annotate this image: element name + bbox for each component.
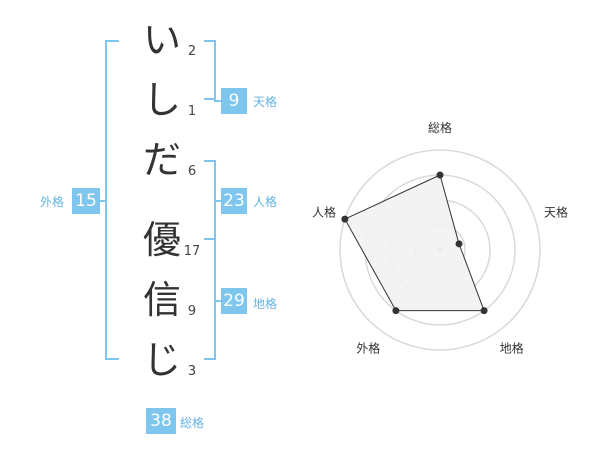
name-char-2: し [142, 78, 181, 122]
stroke-count-5: 9 [187, 304, 197, 319]
radar-axis-label-1: 総格 [428, 120, 452, 135]
radar-point-3 [480, 307, 488, 315]
radar-point-2 [455, 240, 463, 248]
name-char-5: 信 [142, 278, 181, 322]
radar-axis-label-4: 外格 [356, 341, 380, 356]
gaikaku-label: 外格 [40, 195, 65, 209]
radar-axis-label-5: 人格 [312, 204, 336, 219]
jinkaku-label: 人格 [253, 195, 278, 209]
name-char-3: だ [142, 138, 181, 182]
stroke-count-6: 3 [187, 364, 197, 379]
chikaku-label: 地格 [253, 297, 278, 311]
stroke-count-1: 2 [187, 44, 197, 59]
tenkaku-value: 9 [221, 88, 247, 114]
radar-ring [339, 149, 541, 351]
tenkaku-label: 天格 [253, 95, 278, 109]
stroke-count-2: 1 [187, 104, 197, 119]
radar-polygon [344, 174, 485, 312]
soukaku-value: 38 [146, 408, 176, 434]
name-char-6: じ [142, 338, 181, 382]
stroke-count-3: 6 [187, 164, 197, 179]
radar-point-5 [341, 215, 349, 223]
jinkaku-value: 23 [221, 188, 247, 214]
gaikaku-value: 15 [72, 188, 100, 214]
radar-axis-label-3: 地格 [500, 341, 524, 356]
name-char-1: い [142, 18, 181, 62]
radar-axis-label-2: 天格 [544, 204, 568, 219]
radar-point-4 [392, 307, 400, 315]
soukaku-label: 総格 [180, 416, 205, 430]
chikaku-value: 29 [221, 288, 247, 314]
radar-point-1 [436, 171, 444, 179]
stroke-count-4: 17 [183, 244, 201, 259]
name-char-4: 優 [142, 218, 181, 262]
